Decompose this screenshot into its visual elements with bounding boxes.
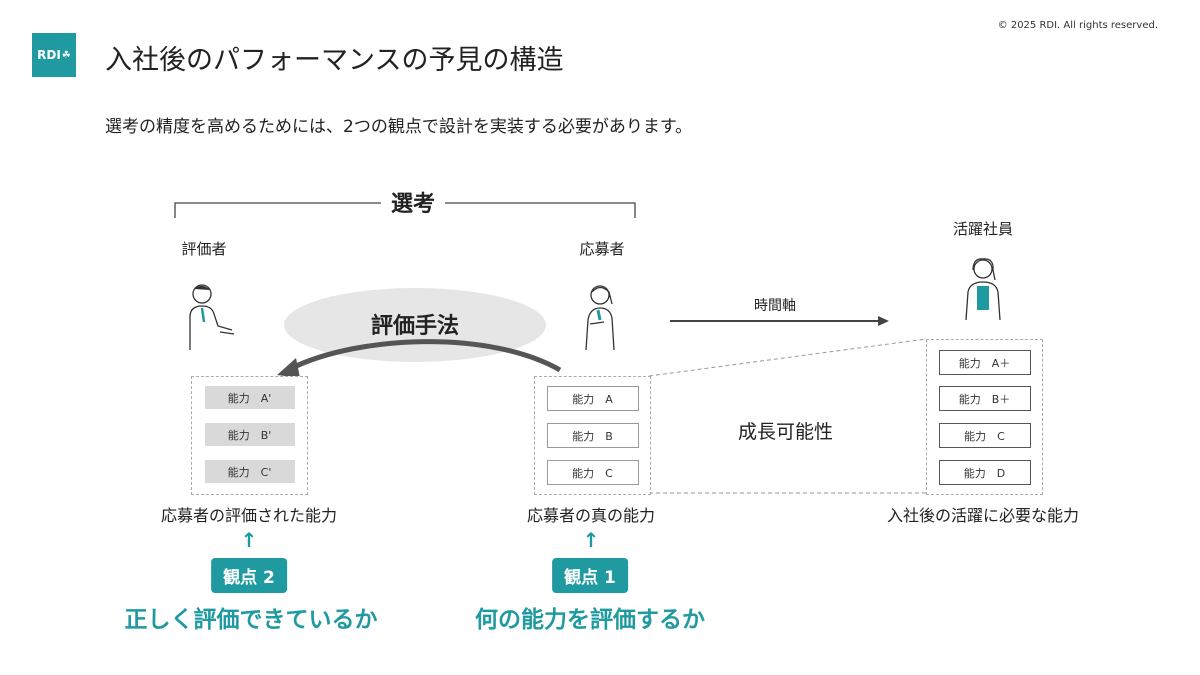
rdi-logo: RDI☘ (32, 33, 76, 77)
viewpoint2-question: 正しく評価できているか (124, 607, 378, 633)
evaluated-ability-c: 能力 C' (204, 460, 295, 483)
evaluated-ability-b: 能力 B' (204, 423, 295, 446)
required-ability-a-plus: 能力 A＋ (938, 350, 1031, 375)
required-abilities-box: 能力 A＋ 能力 B＋ 能力 C 能力 D (926, 339, 1043, 495)
growth-connector-top (648, 338, 927, 377)
time-axis-label: 時間軸 (754, 298, 796, 314)
required-ability-b-plus: 能力 B＋ (938, 386, 1031, 411)
logo-mark-icon: ☘ (61, 49, 71, 61)
viewpoint2-up-arrow-icon: ↑ (240, 528, 258, 552)
applicant-label: 応募者 (579, 240, 625, 258)
evaluated-ability-a: 能力 A' (204, 386, 295, 409)
evaluation-arrowhead (277, 358, 300, 378)
true-ability-b: 能力 B (546, 423, 639, 448)
evaluated-abilities-caption: 応募者の評価された能力 (160, 506, 338, 525)
required-ability-c: 能力 C (938, 423, 1031, 448)
true-ability-a: 能力 A (546, 386, 639, 411)
applicant-person-icon (585, 285, 615, 351)
evaluation-arrow-path (290, 339, 562, 373)
required-ability-d: 能力 D (938, 460, 1031, 485)
viewpoint1-up-arrow-icon: ↑ (582, 528, 600, 552)
copyright: © 2025 RDI. All rights reserved. (997, 20, 1158, 31)
viewpoint2-badge: 観点 2 (211, 558, 287, 593)
evaluated-abilities-box: 能力 A' 能力 B' 能力 C' (191, 376, 308, 495)
page-subtitle: 選考の精度を高めるためには、2つの観点で設計を実装する必要があります。 (105, 117, 693, 137)
employee-label: 活躍社員 (952, 220, 1014, 238)
employee-person-icon (965, 258, 1001, 321)
required-abilities-caption: 入社後の活躍に必要な能力 (886, 506, 1080, 525)
page-title: 入社後のパフォーマンスの予見の構造 (105, 45, 564, 76)
evaluator-person-icon (189, 284, 235, 350)
true-abilities-caption: 応募者の真の能力 (526, 506, 656, 525)
time-axis-arrowhead (878, 316, 889, 326)
true-abilities-box: 能力 A 能力 B 能力 C (534, 376, 651, 495)
viewpoint1-question: 何の能力を評価するか (475, 607, 705, 633)
evaluator-label: 評価者 (181, 240, 227, 258)
growth-potential-label: 成長可能性 (738, 421, 834, 443)
evaluation-method-label: 評価手法 (370, 314, 460, 339)
viewpoint1-badge: 観点 1 (552, 558, 628, 593)
logo-text: RDI (37, 48, 61, 62)
selection-label: 選考 (380, 186, 446, 218)
true-ability-c: 能力 C (546, 460, 639, 485)
